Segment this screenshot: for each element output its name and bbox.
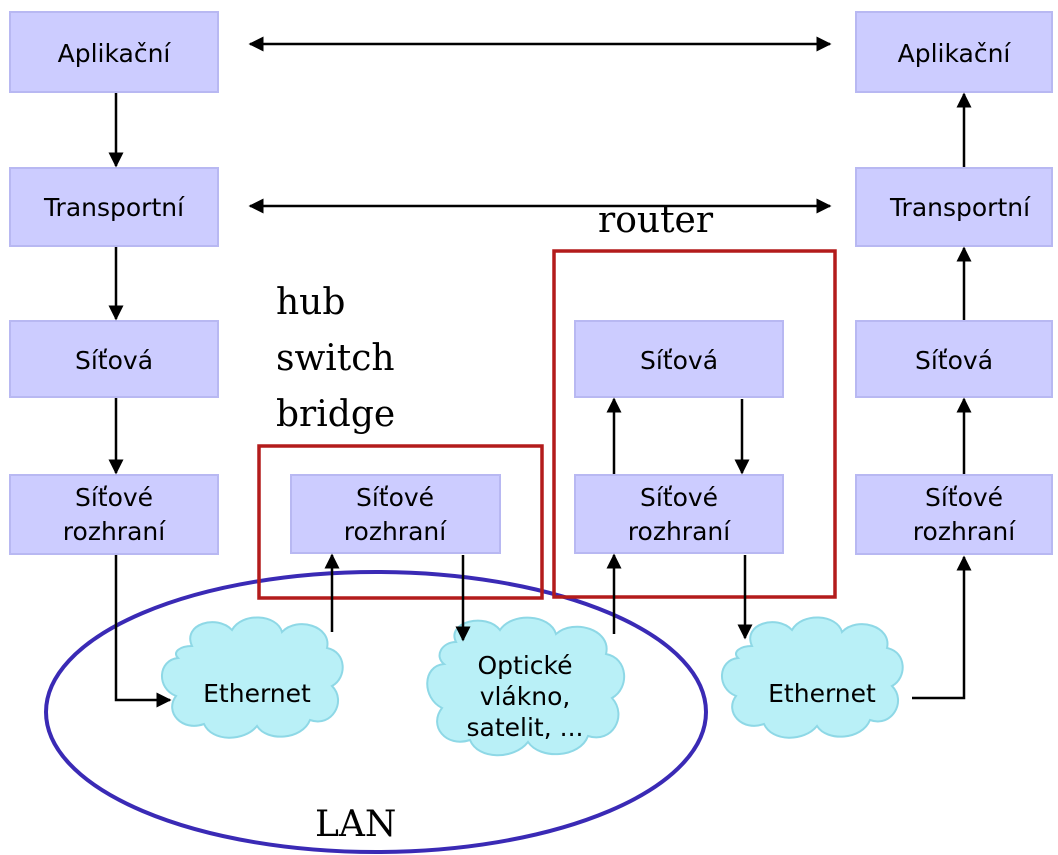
ethernet-left-cloud: Ethernet xyxy=(161,616,344,739)
router-interface-label-2: rozhraní xyxy=(628,517,731,546)
right-interface-label-2: rozhraní xyxy=(913,517,1016,546)
hub-device-labels: hub switch bridge xyxy=(276,282,395,435)
ethernet-left-label: Ethernet xyxy=(203,679,311,708)
router-interface-label-1: Síťové xyxy=(640,483,718,512)
optic-cloud: Optické vlákno, satelit, ... xyxy=(426,616,626,757)
lan-ellipse xyxy=(44,570,708,854)
router-network-box: Síťová xyxy=(574,320,784,398)
ethernet-right-label: Ethernet xyxy=(768,679,876,708)
optic-label-2: vlákno, xyxy=(480,682,571,711)
right-application-box: Aplikační xyxy=(855,11,1053,93)
hub-device-frame xyxy=(257,444,544,600)
router-device-frame xyxy=(552,249,837,599)
right-application-label: Aplikační xyxy=(898,39,1012,68)
left-interface-label-1: Síťové xyxy=(75,483,153,512)
right-transport-box: Transportní xyxy=(855,167,1053,247)
right-transport-label: Transportní xyxy=(889,193,1031,222)
left-interface-label-2: rozhraní xyxy=(63,517,166,546)
lan-label: LAN xyxy=(315,804,396,845)
right-network-box: Síťová xyxy=(855,320,1053,398)
hub-interface-label-1: Síťové xyxy=(356,483,434,512)
left-network-box: Síťová xyxy=(9,320,219,398)
left-transport-box: Transportní xyxy=(9,167,219,247)
left-application-label: Aplikační xyxy=(58,39,172,68)
optic-label-3: satelit, ... xyxy=(467,713,584,742)
left-interface-to-ethernet-arrow xyxy=(114,555,172,708)
left-transport-label: Transportní xyxy=(43,193,185,222)
arrows xyxy=(108,36,972,708)
left-interface-box: Síťové rozhraní xyxy=(9,474,219,555)
hub-interface-label-2: rozhraní xyxy=(344,517,447,546)
switch-label: switch xyxy=(276,338,395,379)
router-interface-box: Síťové rozhraní xyxy=(574,474,784,554)
router-network-label: Síťová xyxy=(640,346,718,375)
bridge-label: bridge xyxy=(276,394,395,435)
ethernet-to-right-interface-arrow xyxy=(912,555,972,700)
left-network-label: Síťová xyxy=(75,346,153,375)
optic-label-1: Optické xyxy=(477,651,572,680)
hub-interface-box: Síťové rozhraní xyxy=(290,474,501,554)
left-application-box: Aplikační xyxy=(9,11,219,93)
right-interface-box: Síťové rozhraní xyxy=(855,474,1053,555)
ethernet-right-cloud: Ethernet xyxy=(721,616,904,739)
hub-label: hub xyxy=(276,282,345,323)
right-network-label: Síťová xyxy=(915,346,993,375)
right-interface-label-1: Síťové xyxy=(925,483,1003,512)
